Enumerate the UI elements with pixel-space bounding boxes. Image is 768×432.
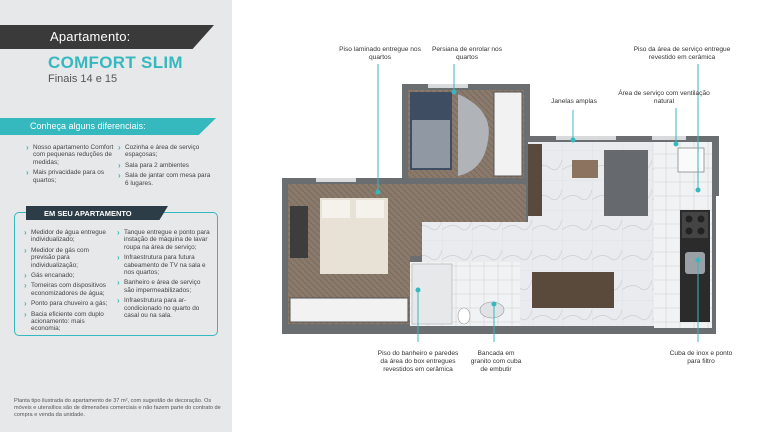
footnote: Planta tipo ilustrada do apartamento de … bbox=[14, 398, 221, 418]
list-item: Cozinha e área de serviço espaçosas; bbox=[118, 144, 214, 159]
list-item: Bacia eficiente com duplo acionamento: m… bbox=[24, 311, 114, 333]
callout-piso-servico: Piso da área de serviço entregue revesti… bbox=[633, 46, 731, 61]
apartment-subtitle: Finais 14 e 15 bbox=[48, 73, 118, 85]
callout-cuba-inox: Cuba de inox e ponto para filtro bbox=[669, 350, 733, 365]
wardrobe bbox=[289, 297, 409, 323]
window bbox=[556, 136, 616, 140]
list-item: Tanque entregue e ponto para instação de… bbox=[117, 229, 212, 251]
list-item: Medidor de gás com previsão para individ… bbox=[24, 247, 114, 269]
callout-area-servico: Área de serviço com ventilação natural bbox=[618, 90, 710, 105]
differentials-list-right: Cozinha e área de serviço espaçosas; Sal… bbox=[118, 144, 214, 190]
list-item: Nosso apartamento Comfort com pequenas r… bbox=[26, 144, 114, 166]
stove bbox=[682, 212, 708, 238]
callout-persiana: Persiana de enrolar nos quartos bbox=[431, 46, 502, 61]
differentials-bar bbox=[0, 118, 216, 135]
burner bbox=[685, 227, 693, 235]
differentials-title: Conheça alguns diferenciais: bbox=[30, 121, 146, 131]
dining-table bbox=[532, 272, 614, 308]
in-apartment-list-left: Medidor de água entregue individualizado… bbox=[24, 229, 114, 336]
callout-bancada: Bancada em granito com cuba de embutir bbox=[470, 350, 522, 373]
bed-cover bbox=[412, 120, 450, 168]
sofa bbox=[604, 150, 648, 216]
list-item: Sala para 2 ambientes bbox=[118, 162, 214, 169]
header-bar bbox=[0, 25, 214, 49]
burner bbox=[697, 215, 705, 223]
shower-box bbox=[411, 263, 453, 325]
window bbox=[316, 178, 356, 182]
list-item: Ponto para chuveiro a gás; bbox=[24, 300, 114, 307]
callout-piso-laminado: Piso laminado entregue nos quartos bbox=[339, 46, 421, 61]
pillow bbox=[356, 200, 384, 218]
in-apartment-title: EM SEU APARTAMENTO bbox=[44, 209, 132, 218]
tv-panel bbox=[528, 144, 542, 216]
laundry-tank bbox=[677, 147, 705, 173]
list-item: Medidor de água entregue individualizado… bbox=[24, 229, 114, 244]
info-panel: Apartamento: COMFORT SLIM Finais 14 e 15… bbox=[0, 0, 232, 432]
differentials-list-left: Nosso apartamento Comfort com pequenas r… bbox=[26, 144, 114, 187]
callout-lines bbox=[375, 64, 701, 342]
basin bbox=[479, 301, 505, 319]
in-apartment-bar bbox=[26, 206, 168, 220]
list-item: Torneiras com dispositivos economizadore… bbox=[24, 282, 114, 297]
list-item: Banheiro e área de serviço são impermeab… bbox=[117, 279, 212, 294]
list-item: Infraestrutura para futura cabeamento de… bbox=[117, 254, 212, 276]
pillow bbox=[322, 200, 350, 218]
callout-piso-banheiro: Piso do banheiro e paredes da área do bo… bbox=[377, 350, 459, 373]
window bbox=[428, 84, 468, 88]
rug bbox=[458, 94, 489, 176]
window bbox=[652, 136, 686, 140]
toilet bbox=[457, 307, 471, 325]
desk bbox=[290, 206, 308, 258]
floor-plan bbox=[282, 64, 719, 342]
in-apartment-list-right: Tanque entregue e ponto para instação de… bbox=[117, 229, 212, 322]
burner bbox=[697, 227, 705, 235]
apartment-name: COMFORT SLIM bbox=[48, 53, 183, 72]
sink-inox bbox=[685, 252, 705, 274]
burner bbox=[685, 215, 693, 223]
callout-janelas: Janelas amplas bbox=[551, 98, 597, 105]
coffee-table bbox=[572, 160, 598, 178]
floor-plan-area: Piso laminado entregue nos quartos Persi… bbox=[232, 0, 768, 432]
list-item: Sala de jantar com mesa para 6 lugares. bbox=[118, 172, 214, 187]
apartment-label: Apartamento: bbox=[50, 29, 131, 44]
wardrobe-2 bbox=[493, 91, 523, 177]
list-item: Mais privacidade para os quartos; bbox=[26, 169, 114, 184]
list-item: Gás encanado; bbox=[24, 272, 114, 279]
list-item: Infraestrutura para ar-condicionado no q… bbox=[117, 297, 212, 319]
